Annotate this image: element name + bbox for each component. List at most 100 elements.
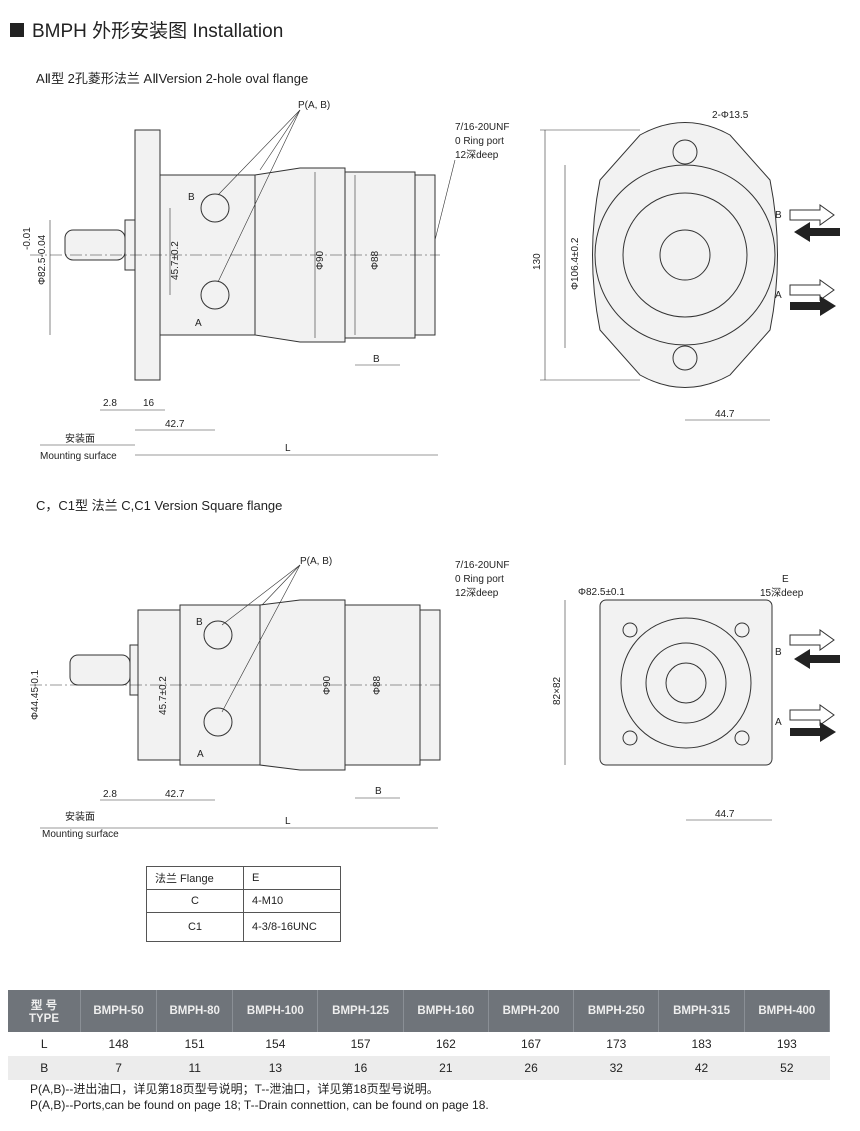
port-a-label: A xyxy=(775,290,782,301)
section2-heading: C，C1型 法兰 C,C1 Version Square flange xyxy=(36,498,283,513)
row-label: L xyxy=(40,1037,48,1051)
title-text: BMPH 外形安装图 Installation xyxy=(32,21,284,42)
port-a xyxy=(200,280,230,310)
arrow-out-icon xyxy=(789,204,835,226)
table-cell: 26 xyxy=(488,1056,574,1080)
flange-cell: C1 xyxy=(146,912,244,942)
dim-16: 16 xyxy=(143,398,155,409)
dim-457: 45.7±0.2 xyxy=(158,676,169,715)
dim-82: Φ82.5-0.04 xyxy=(37,234,48,285)
label-ports: P(A, B) xyxy=(300,556,332,567)
dim-130: 130 xyxy=(532,253,543,270)
e-cell: 4-3/8-16UNC xyxy=(243,912,341,942)
arrow-out-icon xyxy=(789,629,835,651)
mount-cn: 安装面 xyxy=(65,810,95,823)
table-cell: 21 xyxy=(403,1056,489,1080)
dim-tol: -0.01 xyxy=(22,227,33,250)
type-header-cell: BMPH-250 xyxy=(573,990,660,1032)
label-thread: 7/16-20UNF xyxy=(455,560,509,571)
dim-28: 2.8 xyxy=(103,398,117,409)
dim-427: 42.7 xyxy=(165,789,185,800)
type-header-cell: BMPH-80 xyxy=(156,990,234,1032)
table-cell: 148 xyxy=(108,1037,129,1051)
dim-427: 42.7 xyxy=(165,419,185,430)
dim-b: B xyxy=(375,786,382,797)
label-a: A xyxy=(197,749,204,760)
table-cell: 42 xyxy=(658,1056,745,1080)
mount-cn: 安装面 xyxy=(65,432,95,445)
dim-447: 44.7 xyxy=(715,809,735,820)
e-header: E xyxy=(243,866,341,890)
label-oring: 0 Ring port xyxy=(455,574,504,585)
arrow-in-icon xyxy=(790,722,836,742)
dim-82x82: 82×82 xyxy=(552,676,563,705)
label-b: B xyxy=(196,617,203,628)
section1-heading: AⅡ型 2孔菱形法兰 AⅡVersion 2-hole oval flange xyxy=(36,71,309,86)
table-cell: 16 xyxy=(317,1056,404,1080)
dim-825: Φ82.5±0.1 xyxy=(578,587,625,598)
square-bullet-icon xyxy=(10,22,24,37)
label-b: B xyxy=(188,192,195,203)
mount-en: Mounting surface xyxy=(40,451,117,462)
note-en: P(A,B)--Ports,can be found on page 18; T… xyxy=(30,1098,489,1112)
arrow-out-icon xyxy=(789,279,835,301)
note-cn: P(A,B)--进出油口，详见第18页型号说明；T--泄油口，详见第18页型号说… xyxy=(30,1082,439,1096)
dim-447: 44.7 xyxy=(715,409,735,420)
label-thread: 7/16-20UNF xyxy=(455,122,509,133)
table-cell: 183 xyxy=(691,1037,712,1051)
label-deep: 12深deep xyxy=(455,149,499,161)
table-cell: 52 xyxy=(744,1056,830,1080)
table-cell: 162 xyxy=(435,1037,456,1051)
table-cell: 7 xyxy=(80,1056,157,1080)
drawing-square-flange: P(A, B) 7/16-20UNF 0 Ring port 12深deep B… xyxy=(30,556,840,840)
port-b-label: B xyxy=(775,647,782,658)
square-flange-front xyxy=(599,599,773,766)
shaft xyxy=(69,654,131,686)
type-header-cell: BMPH-160 xyxy=(403,990,489,1032)
label-oring: 0 Ring port xyxy=(455,136,504,147)
table-cell: 11 xyxy=(156,1056,233,1080)
shaft xyxy=(64,229,126,261)
table-cell: 32 xyxy=(573,1056,659,1080)
type-header-cell: BMPH-200 xyxy=(488,990,575,1032)
shaft-collar xyxy=(124,219,136,271)
flange-cell: C xyxy=(146,889,244,913)
type-header-cell: BMPH-315 xyxy=(658,990,745,1032)
type-header-en: TYPE xyxy=(28,1013,60,1025)
dim-l: L xyxy=(285,443,291,454)
type-header-cell: BMPH-50 xyxy=(80,990,158,1032)
label-edeep: 15深deep xyxy=(760,587,804,599)
port-b xyxy=(200,193,230,223)
drawing-oval-flange: P(A, B) 7/16-20UNF 0 Ring port 12深deep B… xyxy=(22,100,840,462)
type-header-cell: BMPH-400 xyxy=(744,990,831,1032)
arrow-in-icon xyxy=(794,649,840,669)
dim-90: Φ90 xyxy=(315,250,326,270)
table-cell: 13 xyxy=(232,1056,318,1080)
e-cell: 4-M10 xyxy=(243,889,341,913)
row-label: B xyxy=(8,1056,81,1080)
dim-b: B xyxy=(373,354,380,365)
dim-1064: Φ106.4±0.2 xyxy=(570,237,581,290)
port-a-label: A xyxy=(775,717,782,728)
label-e: E xyxy=(782,574,789,585)
table-cell: 157 xyxy=(350,1037,371,1051)
type-header-cell: BMPH-125 xyxy=(317,990,404,1032)
mount-en: Mounting surface xyxy=(42,829,119,840)
port-b-label: B xyxy=(775,210,782,221)
arrow-in-icon xyxy=(790,296,836,316)
arrow-out-icon xyxy=(789,704,835,726)
housing xyxy=(259,599,346,771)
dim-l: L xyxy=(285,816,291,827)
dim-88: Φ88 xyxy=(372,675,383,695)
table-cell: 173 xyxy=(606,1037,627,1051)
dim-44: Φ44.45-0.1 xyxy=(30,669,41,720)
dim-88: Φ88 xyxy=(370,250,381,270)
dim-28: 2.8 xyxy=(103,789,117,800)
table-cell: 193 xyxy=(776,1037,797,1051)
arrow-in-icon xyxy=(794,222,840,242)
